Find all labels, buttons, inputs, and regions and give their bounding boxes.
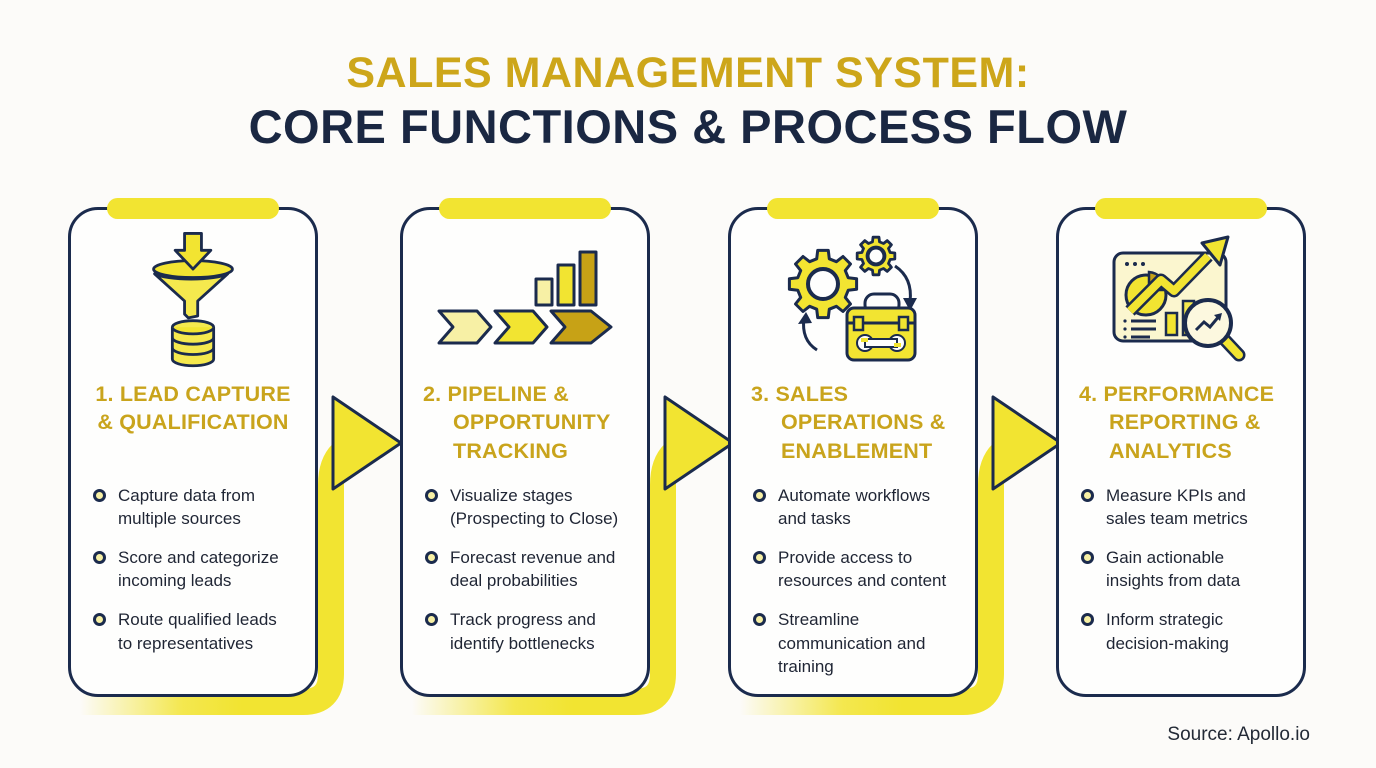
card-title: 3. SALES OPERATIONS & ENABLEMENT (751, 382, 946, 463)
flow-arrow-3-icon (740, 395, 1063, 715)
bullet-circle-icon (93, 489, 106, 502)
bullet-circle-icon (753, 613, 766, 627)
card-bullet-list: Measure KPIs and sales team metrics Gain… (1079, 484, 1283, 655)
flow-arrow-1-icon (80, 395, 403, 715)
bullet-circle-icon (753, 489, 766, 502)
flow-arrow-2-icon (412, 395, 735, 715)
card-performance-analytics: 4. PERFORMANCE REPORTING & ANALYTICS Mea… (1056, 198, 1306, 697)
card-bullet-list: Capture data from multiple sources Score… (91, 484, 295, 655)
title-line-2: CORE FUNCTIONS & PROCESS FLOW (248, 99, 1128, 153)
card-top-pill (107, 198, 279, 219)
bullet-circle-icon (425, 551, 438, 565)
bullet-circle-icon (753, 551, 766, 565)
bullet-circle-icon (93, 551, 106, 565)
list-item: Track progress and identify bottlenecks (425, 608, 627, 654)
analytics-dashboard-icon (1079, 226, 1283, 376)
bullet-circle-icon (425, 489, 438, 502)
card-title: 2. PIPELINE & OPPORTUNITY TRACKING (423, 382, 611, 463)
funnel-database-icon (91, 226, 295, 376)
bullet-circle-icon (425, 613, 438, 627)
list-item: Visualize stages (Prospecting to Close) (425, 484, 627, 530)
card-sales-operations: 3. SALES OPERATIONS & ENABLEMENT Automat… (728, 198, 978, 697)
list-item: Score and categorize incoming leads (93, 546, 295, 592)
list-item: Provide access to resources and content (753, 546, 955, 592)
card-title: 4. PERFORMANCE REPORTING & ANALYTICS (1079, 382, 1275, 463)
list-item: Capture data from multiple sources (93, 484, 295, 530)
list-item: Streamline communication and training (753, 608, 955, 677)
card-top-pill (439, 198, 611, 219)
card-lead-capture: 1. LEAD CAPTURE & QUALIFICATION Capture … (68, 198, 318, 697)
card-title: 1. LEAD CAPTURE & QUALIFICATION (95, 382, 291, 435)
bullet-circle-icon (1081, 551, 1094, 565)
list-item: Inform strategic decision-making (1081, 608, 1283, 654)
bullet-circle-icon (93, 613, 106, 627)
list-item: Forecast revenue and deal probabilities (425, 546, 627, 592)
title-line-1: SALES MANAGEMENT SYSTEM: (346, 49, 1030, 97)
bullet-circle-icon (1081, 489, 1094, 502)
card-bullet-list: Visualize stages (Prospecting to Close) … (423, 484, 627, 655)
pipeline-chevrons-icon (423, 226, 627, 376)
source-attribution: Source: Apollo.io (1167, 724, 1310, 745)
card-top-pill (767, 198, 939, 219)
bullet-circle-icon (1081, 613, 1094, 627)
card-top-pill (1095, 198, 1267, 219)
card-pipeline-tracking: 2. PIPELINE & OPPORTUNITY TRACKING Visua… (400, 198, 650, 697)
list-item: Measure KPIs and sales team metrics (1081, 484, 1283, 530)
list-item: Gain actionable insights from data (1081, 546, 1283, 592)
card-bullet-list: Automate workflows and tasks Provide acc… (751, 484, 955, 678)
gears-toolbox-icon (751, 226, 955, 376)
list-item: Automate workflows and tasks (753, 484, 955, 530)
page-title: SALES MANAGEMENT SYSTEM: CORE FUNCTIONS … (0, 48, 1376, 154)
list-item: Route qualified leads to representatives (93, 608, 295, 654)
